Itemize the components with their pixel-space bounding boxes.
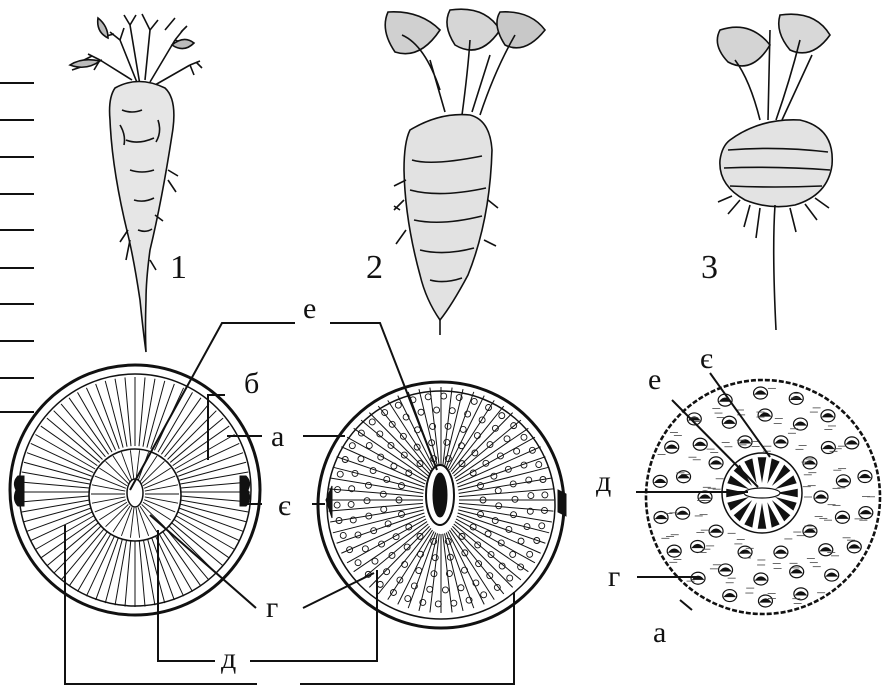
- label-a-mid: а: [271, 420, 284, 453]
- label-e-right: е: [648, 363, 661, 396]
- label-a-right: а: [653, 616, 666, 649]
- carrot-root-icon: [70, 14, 202, 352]
- label-ye-mid: є: [278, 489, 291, 522]
- label-e-top: е: [303, 292, 316, 325]
- root-number-1: 1: [170, 249, 187, 286]
- root-number-2: 2: [366, 249, 383, 286]
- label-ye-right: є: [700, 342, 713, 375]
- label-b: б: [244, 367, 259, 400]
- label-d-bottom: д: [221, 642, 236, 675]
- sugar-beet-cross-section-icon: [318, 382, 566, 628]
- left-tick-marks: [0, 83, 34, 412]
- table-beet-root-icon: [717, 14, 832, 330]
- label-d-right: д: [596, 465, 611, 498]
- root-number-3: 3: [701, 249, 718, 286]
- beet-cross-section-icon: [646, 380, 880, 614]
- label-g-mid: г: [266, 591, 278, 624]
- sugar-beet-root-icon: [385, 9, 545, 335]
- label-g-right: г: [608, 560, 620, 593]
